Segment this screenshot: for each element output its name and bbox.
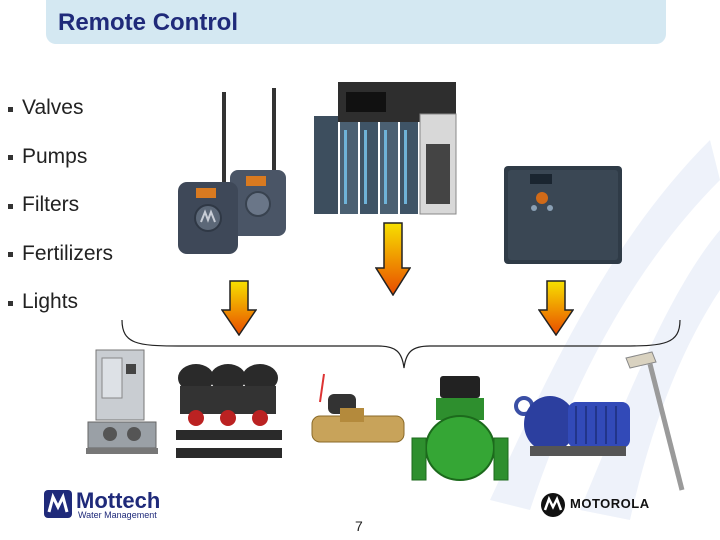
title-bar: Remote Control: [46, 0, 666, 44]
bullet-icon: [8, 300, 13, 306]
control-panel-image: [504, 166, 622, 264]
page-number: 7: [355, 518, 363, 534]
motorola-logo: MOTOROLA: [540, 490, 680, 520]
down-arrow-icon: [375, 222, 411, 296]
bullet-label-pumps: Pumps: [22, 144, 88, 168]
bullet-icon: [8, 203, 13, 209]
street-light-image: [625, 351, 685, 491]
mottech-logo: Mottech Water Management: [44, 488, 214, 522]
solenoid-valve-image: [311, 373, 405, 443]
bullet-label-lights: Lights: [22, 290, 79, 314]
pump-image: [514, 396, 630, 456]
bullet-icon: [8, 106, 13, 112]
mottech-name: Mottech: [76, 488, 161, 513]
bullet-label-fertilizers: Fertilizers: [22, 241, 114, 265]
list-item: Lights: [8, 278, 113, 327]
radio-rtu-units-image: [178, 88, 286, 254]
bullet-label-filters: Filters: [22, 193, 80, 217]
list-item: Filters: [8, 181, 113, 230]
motorola-logo-icon: [541, 493, 565, 517]
down-arrow-icon: [221, 280, 257, 336]
mottech-subtitle: Water Management: [78, 510, 157, 520]
bullet-label-valves: Valves: [22, 96, 84, 120]
bullet-icon: [8, 252, 13, 258]
page-title: Remote Control: [58, 9, 238, 36]
curly-brace: [121, 319, 681, 369]
list-item: Valves: [8, 84, 113, 133]
mottech-logo-icon: [44, 490, 72, 518]
down-arrow-icon: [538, 280, 574, 336]
fertilizer-unit-image: [86, 349, 158, 454]
hydraulic-valve-image: [411, 376, 509, 481]
bullet-icon: [8, 155, 13, 161]
motorola-name: MOTOROLA: [570, 496, 650, 511]
list-item: Pumps: [8, 133, 113, 182]
bullet-list: Valves Pumps Filters Fertilizers Lights: [8, 84, 113, 327]
list-item: Fertilizers: [8, 230, 113, 279]
filter-system-image: [176, 364, 282, 458]
controller-rack-image: [314, 82, 457, 215]
